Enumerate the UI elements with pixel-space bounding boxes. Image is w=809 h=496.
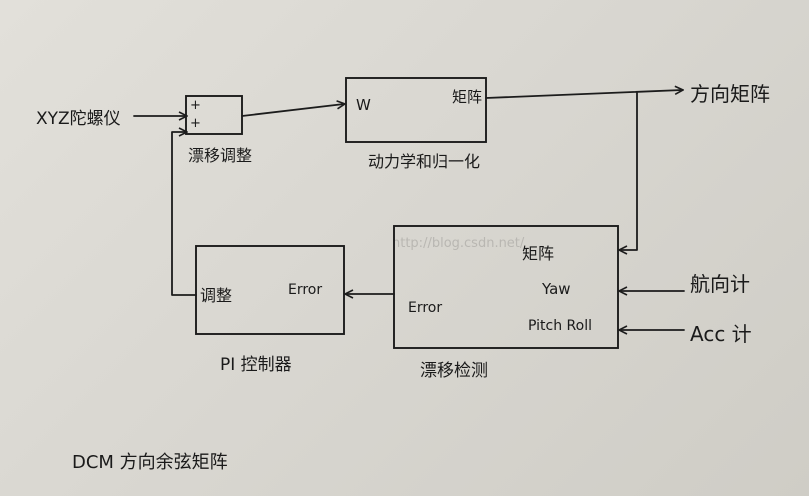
- detect-pitch-roll-label: Pitch Roll: [528, 318, 592, 334]
- watermark: http://blog.csdn.net/: [392, 236, 525, 251]
- detect-matrix-label: 矩阵: [522, 244, 555, 263]
- drift-detect-label: 漂移检测: [420, 361, 488, 381]
- output-label: 方向矩阵: [690, 82, 770, 106]
- detect-error-label: Error: [408, 300, 443, 316]
- drift-adjust-plus-out: +: [190, 116, 201, 131]
- pi-controller-label: PI 控制器: [220, 355, 292, 375]
- arrow-pi-to-adjust: [171, 132, 197, 296]
- kinematics-output-label: 矩阵: [452, 88, 483, 106]
- kinematics-input-label: W: [356, 96, 371, 114]
- detect-yaw-label: Yaw: [542, 280, 571, 298]
- drift-adjust-label: 漂移调整: [188, 146, 253, 165]
- arrow-kinematics-to-output: [485, 90, 682, 99]
- accel-label: Acc 计: [690, 322, 752, 346]
- diagram-title: DCM 方向余弦矩阵: [72, 452, 228, 473]
- arrow-matrix-to-detect: [620, 92, 638, 250]
- kinematics-label: 动力学和归一化: [368, 152, 481, 171]
- pi-error-label: Error: [288, 282, 323, 298]
- gyro-label: XYZ陀螺仪: [36, 109, 121, 129]
- kinematics-box: [345, 77, 487, 143]
- compass-label: 航向计: [690, 272, 750, 296]
- drift-adjust-plus-in: +: [190, 98, 201, 113]
- pi-adjust-label: 调整: [200, 286, 233, 305]
- arrow-adjust-to-kinematics: [241, 104, 344, 117]
